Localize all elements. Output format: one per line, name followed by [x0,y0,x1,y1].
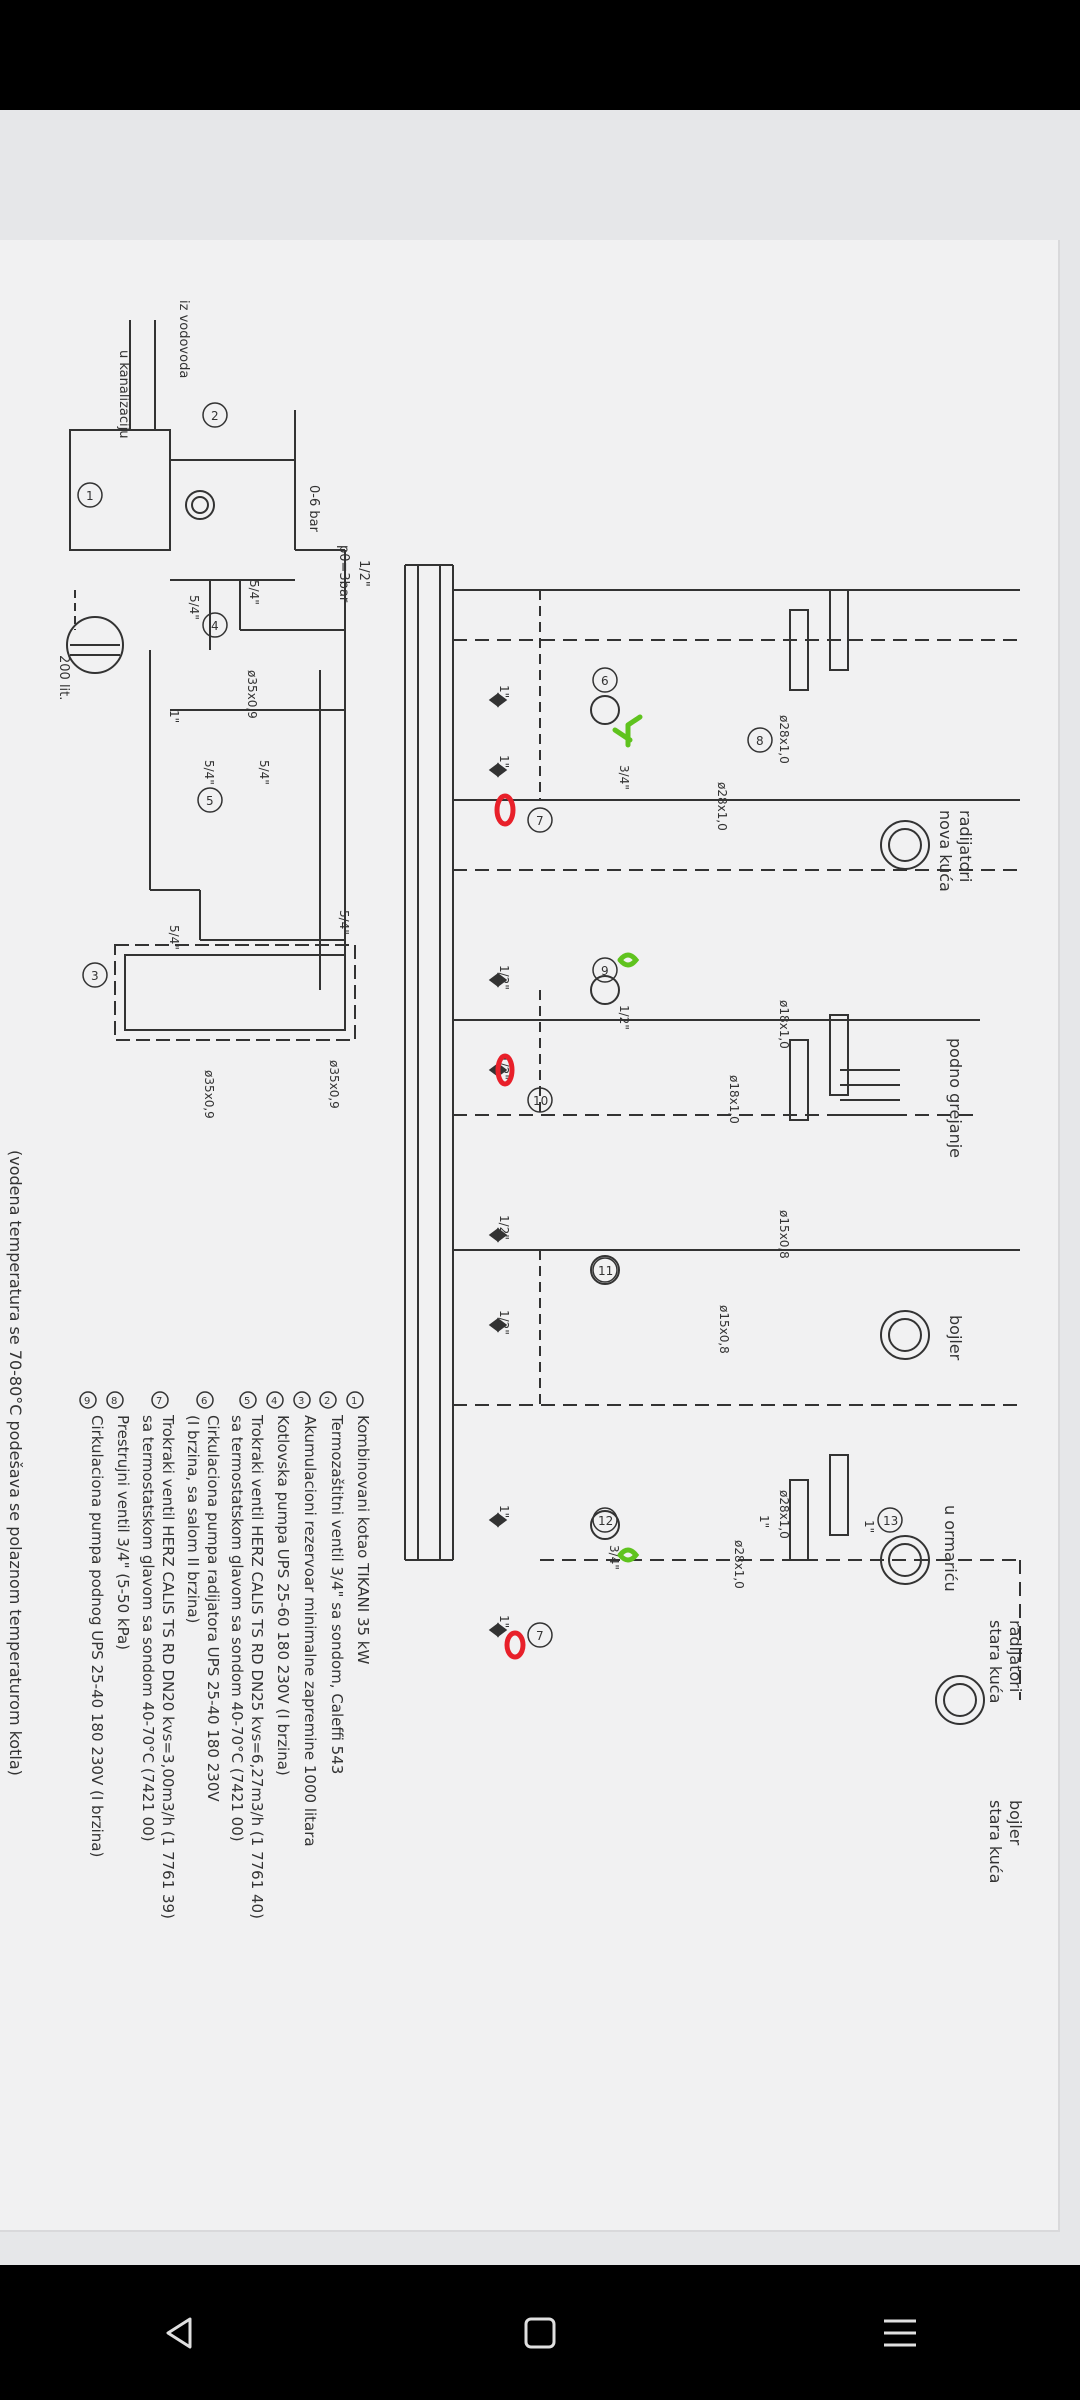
legend-num-8: 8 [111,1396,117,1407]
fitting-label: 1" [497,685,511,698]
label-half-inch: 1/2" [356,560,371,587]
component-num: 3 [91,969,99,983]
component-num: 12 [598,1514,613,1528]
component-num: 4 [211,619,219,633]
fitting-label: 5/4" [257,760,271,785]
legend-num-7: 7 [156,1396,162,1407]
pipe-label: ø28x1,0 [715,782,729,831]
fitting-label: 5/4" [202,760,216,785]
fitting-label: 1" [757,1515,771,1528]
component-num: 1 [86,489,94,503]
component-num: 7 [536,1629,544,1643]
pipe-label: ø28x1,0 [732,1540,746,1589]
pipe-label: ø15x0,8 [717,1305,731,1354]
component-num: 11 [598,1264,613,1278]
pipe-label: ø15x0,8 [777,1210,791,1259]
legend-num-2: 2 [324,1396,330,1407]
fitting-label: 1" [497,1615,511,1628]
fitting-label: 1" [167,710,181,723]
label-boiler-old-1: bojler [1006,1800,1025,1846]
fitting-label: 5/4" [247,580,261,605]
component-num: 13 [883,1514,898,1528]
fitting-label: 1" [497,1505,511,1518]
menu-button[interactable] [855,2288,945,2378]
label-radiators-old-1: radijatori [1006,1620,1025,1692]
legend-num-6: 6 [201,1396,207,1407]
component-num: 9 [601,964,609,978]
fitting-label: 1/2" [497,965,511,990]
label-pressure: 0-6 bar [306,485,321,533]
legend-num-3: 3 [298,1396,304,1407]
fitting-label: 3/4" [617,765,631,790]
label-water-in: iz vodovoda [176,300,191,378]
component-num: 8 [756,734,764,748]
legend-item-6: Cirkulaciona pumpa radijatora UPS 25-40 … [204,1415,222,1802]
label-radiators-old-2: stara kuća [986,1620,1005,1703]
fitting-label: 1" [497,755,511,768]
legend-item-3: Akumulacioni rezervoar minimalne zapremi… [301,1415,319,1847]
fitting-label: 1/2" [497,1310,511,1335]
legend-num-1: 1 [351,1396,357,1407]
photo-background: ø28x1,0 ø28x1,0 ø18x1,0 ø18x1,0 ø15x0,8 … [0,110,1080,2265]
legend-item-7: Trokraki ventil HERZ CALIS TS RD DN20 kv… [159,1414,177,1919]
label-cabinet: u ormariću [941,1505,960,1592]
label-boiler: bojler [946,1315,965,1361]
pipe-label: ø28x1,0 [777,715,791,764]
legend-item-5b: sa termostatskom glavom sa sondom 40-70°… [228,1415,246,1842]
legend-item-6b: (I brzina, sa salom II brzina) [184,1415,202,1623]
fitting-label: 3/4" [607,1545,621,1570]
pipe-label: ø18x1,0 [727,1075,741,1124]
android-navigation-bar [0,2265,1080,2400]
component-num: 2 [211,409,219,423]
legend-num-4: 4 [271,1396,277,1407]
pipe-label: ø35x0,9 [245,670,259,719]
legend-item-7b: sa termostatskom glavom sa sondom 40-70°… [139,1415,157,1842]
pipe-label: ø18x1,0 [777,1000,791,1049]
label-boiler-old-2: stara kuća [986,1800,1005,1883]
component-num: 6 [601,674,609,688]
label-sewer: u kanalizaciju [116,350,131,438]
back-button[interactable] [135,2288,225,2378]
fitting-label: 5/4" [337,910,351,935]
menu-icon [884,2319,916,2346]
legend-item-9: Cirkulaciona pumpa podnog UPS 25-40 180 … [88,1415,106,1857]
component-num: 7 [536,814,544,828]
legend-item-2: Termozaštitni ventil 3/4" sa sondom, Cal… [328,1414,346,1774]
fitting-label: 1/2" [617,1005,631,1030]
label-floor-heating: podno grejanje [946,1038,965,1158]
pipe-label: ø35x0,9 [327,1060,341,1109]
label-radiators-new-1: radijatori [956,810,975,882]
fitting-label: 1/2" [497,1215,511,1240]
fitting-label: 1" [862,1520,876,1533]
home-button[interactable] [495,2288,585,2378]
label-p0: p0=3bar [336,545,351,603]
legend-item-4: Kotlovska pumpa UPS 25-60 180 230V (I br… [274,1415,292,1776]
pipe-label: ø35x0,9 [202,1070,216,1119]
fitting-label: 5/4" [167,925,181,950]
label-radiators-new-2: nova kuća [936,810,955,892]
component-num: 5 [206,794,214,808]
heating-schematic: ø28x1,0 ø28x1,0 ø18x1,0 ø18x1,0 ø15x0,8 … [0,110,1080,2265]
pipe-label: ø28x1,0 [777,1490,791,1539]
legend-item-8: Prestrujni ventil 3/4" (5-50 kPa) [114,1415,132,1650]
schematic-paper [0,240,1060,2232]
home-icon [524,2317,556,2348]
label-tank: 200 lit. [56,655,71,700]
back-icon [166,2317,192,2348]
bottom-note: (vodena temperatura se 70-80°C podešava … [6,1150,25,1776]
legend-item-5: Trokraki ventil HERZ CALIS TS RD DN25 kv… [248,1414,266,1919]
component-num: 10 [533,1094,548,1108]
fitting-label: 5/4" [187,595,201,620]
legend-num-5: 5 [244,1396,250,1407]
legend-item-1: Kombinovani kotao TIKANI 35 kW [354,1415,372,1664]
legend-num-9: 9 [84,1396,90,1407]
